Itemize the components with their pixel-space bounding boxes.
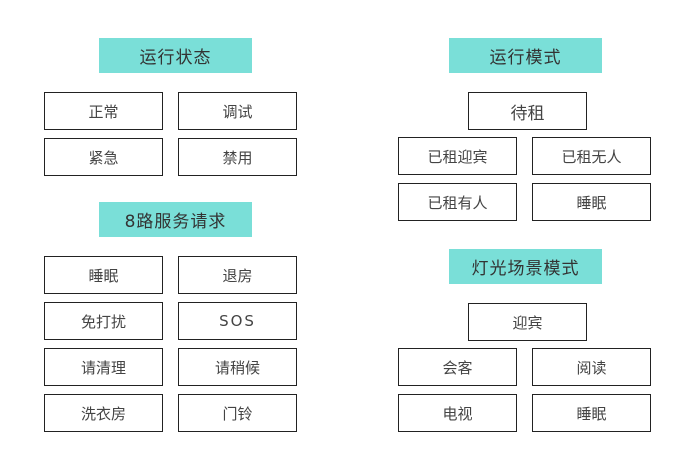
run-mode-header: 运行模式: [449, 38, 602, 73]
scene-tv-button[interactable]: 电视: [398, 394, 517, 432]
scene-meeting-button[interactable]: 会客: [398, 348, 517, 386]
service-wait-button[interactable]: 请稍候: [178, 348, 297, 386]
status-emergency-button[interactable]: 紧急: [44, 138, 163, 176]
service-checkout-button[interactable]: 退房: [178, 256, 297, 294]
service-clean-button[interactable]: 请清理: [44, 348, 163, 386]
mode-rented-welcome-button[interactable]: 已租迎宾: [398, 137, 517, 175]
service-laundry-button[interactable]: 洗衣房: [44, 394, 163, 432]
status-normal-button[interactable]: 正常: [44, 92, 163, 130]
light-scene-header: 灯光场景模式: [449, 249, 602, 284]
mode-sleep-button[interactable]: 睡眠: [532, 183, 651, 221]
mode-vacant-button[interactable]: 待租: [468, 92, 587, 130]
status-debug-button[interactable]: 调试: [178, 92, 297, 130]
scene-welcome-button[interactable]: 迎宾: [468, 303, 587, 341]
service-dnd-button[interactable]: 免打扰: [44, 302, 163, 340]
run-status-header: 运行状态: [99, 38, 252, 73]
service-doorbell-button[interactable]: 门铃: [178, 394, 297, 432]
scene-sleep-button[interactable]: 睡眠: [532, 394, 651, 432]
service-sleep-button[interactable]: 睡眠: [44, 256, 163, 294]
scene-reading-button[interactable]: 阅读: [532, 348, 651, 386]
mode-rented-occupied-button[interactable]: 已租有人: [398, 183, 517, 221]
service-sos-button[interactable]: SOS: [178, 302, 297, 340]
mode-rented-empty-button[interactable]: 已租无人: [532, 137, 651, 175]
service-requests-header: 8路服务请求: [99, 202, 252, 237]
status-disabled-button[interactable]: 禁用: [178, 138, 297, 176]
